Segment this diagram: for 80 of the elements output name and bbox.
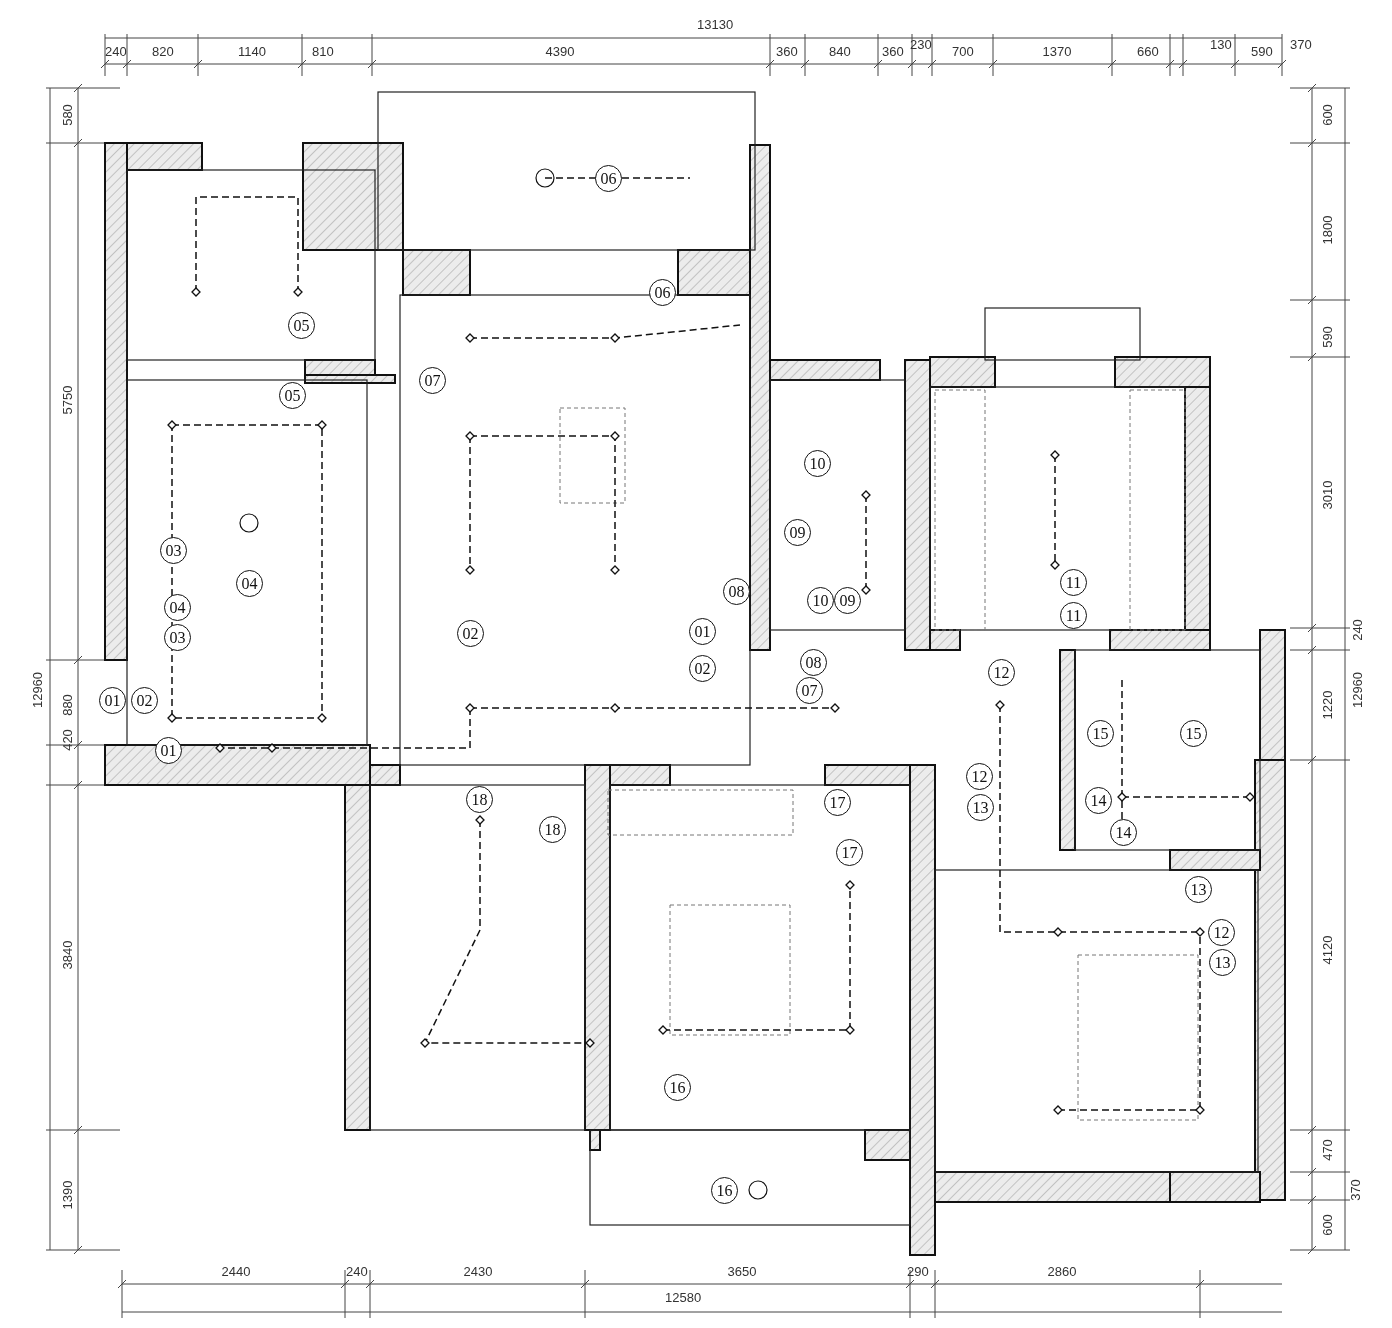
dimension-label: 600 xyxy=(1320,1214,1335,1236)
callout-number: 17 xyxy=(824,789,851,816)
dimension-label: 240 xyxy=(346,1265,368,1279)
callout-number: 16 xyxy=(664,1074,691,1101)
dimension-label: 370 xyxy=(1290,38,1312,52)
callout-number: 09 xyxy=(784,519,811,546)
dimension-label: 2860 xyxy=(1047,1265,1077,1279)
dimension-label: 290 xyxy=(907,1265,929,1279)
callout-number: 12 xyxy=(966,763,993,790)
dimension-label: 12580 xyxy=(665,1291,702,1305)
callout-number: 11 xyxy=(1060,569,1087,596)
dimension-label: 840 xyxy=(829,45,851,59)
callout-number: 02 xyxy=(689,655,716,682)
dimension-label: 230 xyxy=(910,38,932,52)
callout-number: 06 xyxy=(649,279,676,306)
dimension-label: 590 xyxy=(1320,326,1335,348)
callout-number: 16 xyxy=(711,1177,738,1204)
callout-number: 13 xyxy=(967,794,994,821)
dimension-label: 13130 xyxy=(697,18,734,32)
dimension-label: 3840 xyxy=(60,940,75,970)
dimension-label: 12960 xyxy=(1351,671,1366,709)
dimension-label: 130 xyxy=(1210,38,1232,52)
callout-number: 12 xyxy=(1208,919,1235,946)
callout-number: 13 xyxy=(1209,949,1236,976)
dimension-label: 590 xyxy=(1251,45,1273,59)
dimension-label: 360 xyxy=(882,45,904,59)
callout-number: 08 xyxy=(800,649,827,676)
dimension-label: 360 xyxy=(776,45,798,59)
callout-number: 05 xyxy=(279,382,306,409)
dimension-label: 820 xyxy=(152,45,174,59)
dimension-label: 810 xyxy=(312,45,334,59)
callout-number: 14 xyxy=(1085,787,1112,814)
dimension-label: 1140 xyxy=(238,45,266,59)
callout-number: 13 xyxy=(1185,876,1212,903)
dimension-label: 1220 xyxy=(1320,690,1335,720)
dimension-label: 420 xyxy=(60,729,75,751)
callout-number: 10 xyxy=(804,450,831,477)
callout-number: 04 xyxy=(164,594,191,621)
dimension-label: 700 xyxy=(952,45,974,59)
dimension-label: 1800 xyxy=(1320,215,1335,245)
dimension-label: 3010 xyxy=(1320,480,1335,510)
callout-number: 07 xyxy=(796,677,823,704)
dimension-label: 240 xyxy=(105,45,127,59)
dimension-label: 4390 xyxy=(545,45,575,59)
callout-number: 18 xyxy=(466,786,493,813)
dimension-label: 2430 xyxy=(463,1265,493,1279)
dimension-label: 12960 xyxy=(31,671,46,709)
dimension-label: 5750 xyxy=(60,385,75,415)
callout-number: 18 xyxy=(539,816,566,843)
callout-number: 02 xyxy=(457,620,484,647)
callout-number: 03 xyxy=(160,537,187,564)
callout-number: 15 xyxy=(1087,720,1114,747)
dimension-label: 470 xyxy=(1320,1139,1335,1161)
dimension-label: 3650 xyxy=(727,1265,757,1279)
dimension-label: 240 xyxy=(1350,619,1365,641)
callout-number: 01 xyxy=(689,618,716,645)
callout-number: 17 xyxy=(836,839,863,866)
callout-number: 15 xyxy=(1180,720,1207,747)
callout-number: 12 xyxy=(988,659,1015,686)
dimension-label: 1370 xyxy=(1042,45,1072,59)
dimension-label: 600 xyxy=(1320,104,1335,126)
dimension-label: 370 xyxy=(1348,1179,1363,1201)
callout-number: 10 xyxy=(807,587,834,614)
dimension-label: 1390 xyxy=(60,1180,75,1210)
callout-number: 05 xyxy=(288,312,315,339)
callout-number: 06 xyxy=(595,165,622,192)
callout-number: 09 xyxy=(834,587,861,614)
callout-number: 02 xyxy=(131,687,158,714)
dimension-label: 2440 xyxy=(221,1265,251,1279)
dimension-label: 4120 xyxy=(1320,935,1335,965)
callout-number: 03 xyxy=(164,624,191,651)
dimension-label: 580 xyxy=(60,104,75,126)
dimension-label: 880 xyxy=(60,694,75,716)
callout-number: 04 xyxy=(236,570,263,597)
callout-number: 08 xyxy=(723,578,750,605)
dimension-label: 660 xyxy=(1137,45,1159,59)
callout-number: 01 xyxy=(99,687,126,714)
callout-number: 07 xyxy=(419,367,446,394)
callout-number: 11 xyxy=(1060,602,1087,629)
callout-number: 14 xyxy=(1110,819,1137,846)
